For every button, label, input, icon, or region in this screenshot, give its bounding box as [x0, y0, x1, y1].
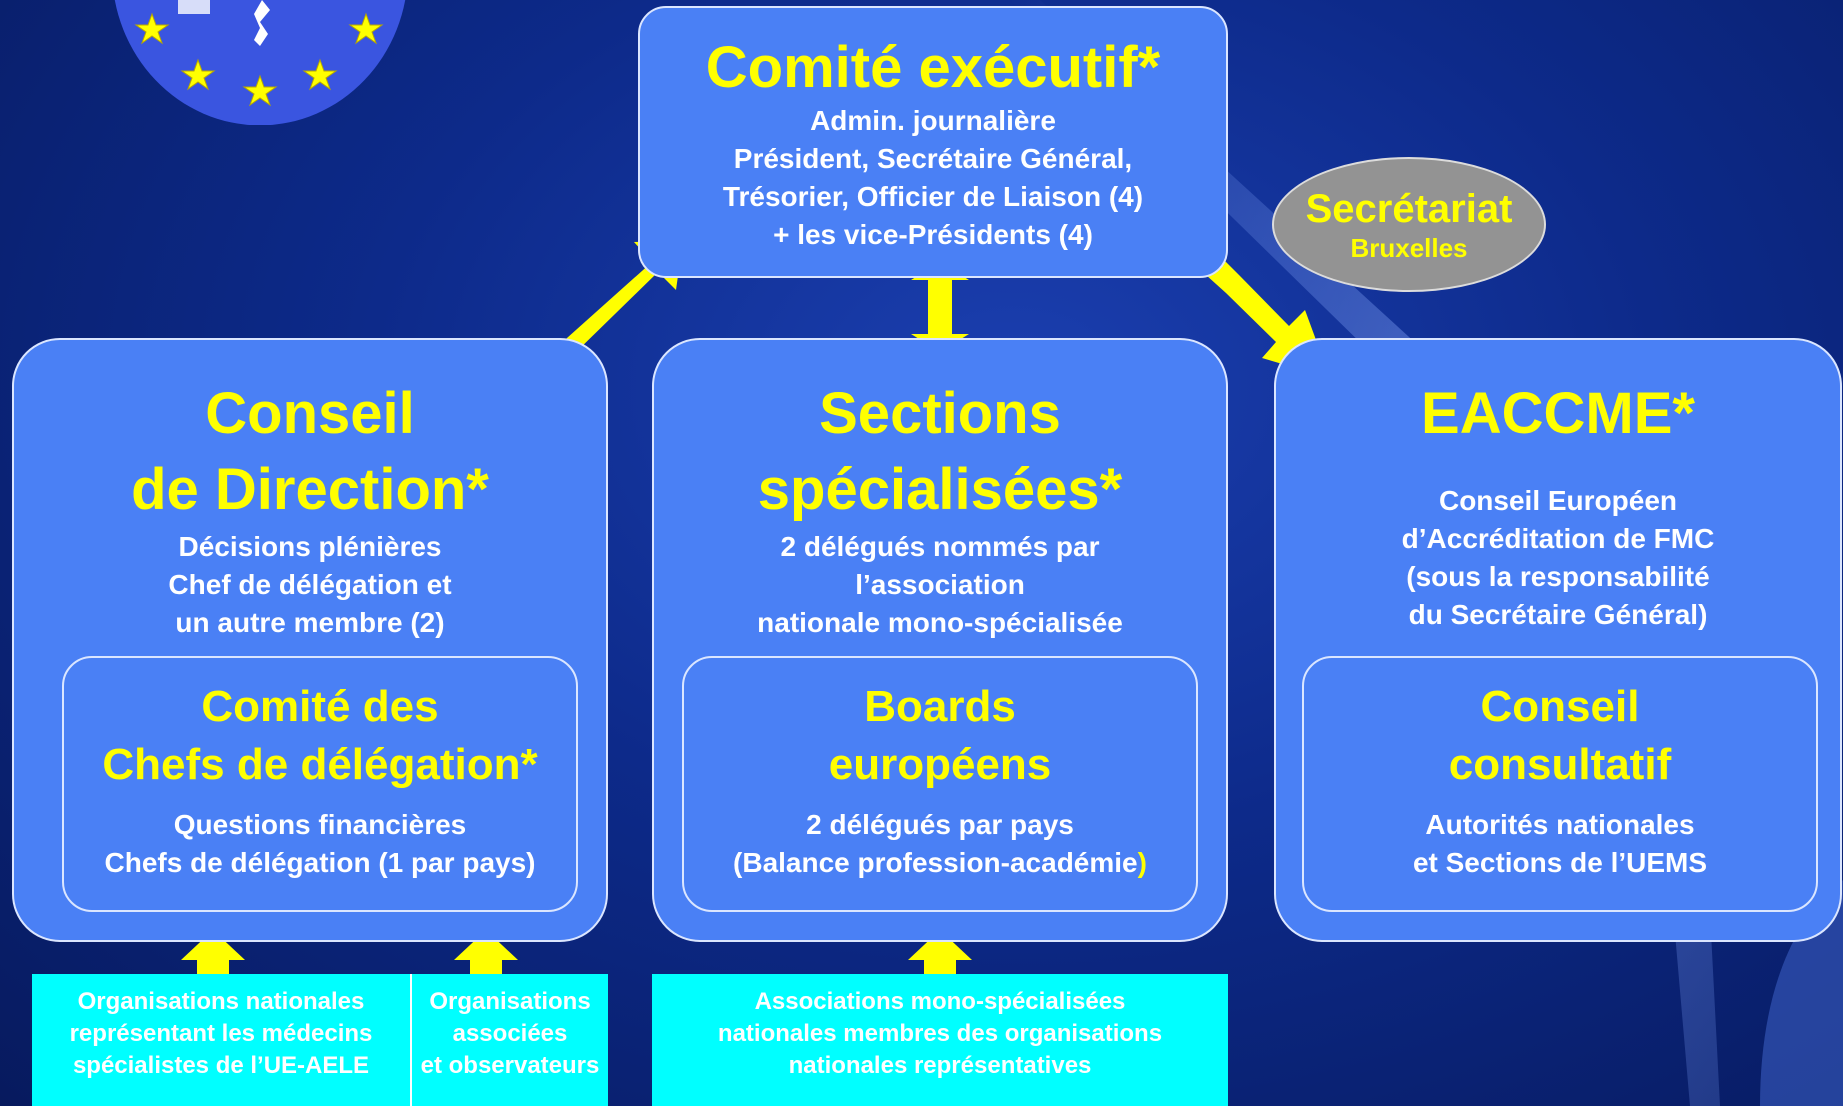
sections-line: nationale mono-spécialisée — [757, 607, 1123, 638]
source-line: représentant les médecins — [69, 1020, 373, 1047]
consultatif-line: Autorités nationales — [1425, 809, 1695, 840]
eaccme-title: EACCME* — [1421, 381, 1695, 446]
boards-line: (Balance profession-académie — [733, 847, 1138, 878]
chefs-title-line: Comité des — [201, 682, 439, 731]
consultatif-title-line: Conseil — [1480, 682, 1640, 731]
executive-line: Président, Secrétaire Général, — [733, 143, 1133, 174]
eu-stars-logo — [114, 0, 406, 125]
star-icon — [134, 12, 170, 45]
boards-line-end: ) — [1137, 847, 1147, 878]
star-icon — [348, 12, 384, 45]
sections-line: l’association — [855, 569, 1025, 600]
consultatif-title-line: consultatif — [1448, 740, 1672, 789]
executive-line: Admin. journalière — [810, 105, 1056, 136]
eaccme-line: du Secrétaire Général) — [1408, 599, 1708, 630]
star-icon — [302, 58, 338, 91]
secretariat-subtitle: Bruxelles — [1350, 233, 1468, 263]
boards-line: 2 délégués par pays — [806, 809, 1074, 840]
staff-icon — [254, 0, 270, 46]
conseil-consultatif-box: Conseil consultatif Autorités nationales… — [1302, 656, 1818, 912]
source-line: Associations mono-spécialisées — [754, 988, 1126, 1015]
secretariat-ellipse: Secrétariat Bruxelles — [1272, 157, 1546, 292]
sections-title-line: spécialisées* — [757, 457, 1123, 522]
sections-line: 2 délégués nommés par — [780, 531, 1100, 562]
source-line: nationales membres des organisations — [717, 1020, 1163, 1047]
star-icon — [180, 58, 216, 91]
eaccme-line: Conseil Européen — [1438, 485, 1678, 516]
source-mono-associations: Associations mono-spécialisées nationale… — [652, 974, 1228, 1106]
sections-title-line: Sections — [819, 381, 1061, 446]
arrow-national-orgs-up — [181, 930, 245, 975]
arrow-associated-orgs-up — [454, 930, 518, 975]
source-line: associées — [452, 1020, 568, 1047]
conseil-line: un autre membre (2) — [175, 607, 445, 638]
executive-title: Comité exécutif* — [705, 35, 1161, 100]
boards-title-line: européens — [828, 740, 1052, 789]
source-associated-orgs: Organisations associées et observateurs — [410, 974, 608, 1106]
boards-box: Boards européens 2 délégués par pays (Ba… — [682, 656, 1198, 912]
executive-line: + les vice-Présidents (4) — [773, 219, 1093, 250]
eaccme-line: (sous la responsabilité — [1406, 561, 1710, 592]
star-icon — [242, 74, 278, 107]
source-line: spécialistes de l’UE-AELE — [72, 1052, 370, 1079]
boards-title-line: Boards — [864, 682, 1016, 731]
consultatif-line: et Sections de l’UEMS — [1412, 847, 1708, 878]
executive-line: Trésorier, Officier de Liaison (4) — [722, 181, 1144, 212]
chefs-line: Questions financières — [173, 809, 467, 840]
conseil-title-line: Conseil — [205, 381, 415, 446]
source-line: Organisations nationales — [77, 988, 365, 1015]
conseil-line: Chef de délégation et — [168, 569, 452, 600]
source-line: et observateurs — [420, 1052, 600, 1079]
source-national-orgs: Organisations nationales représentant le… — [32, 974, 410, 1106]
background-swoosh-right — [1760, 880, 1843, 1106]
eaccme-line: d’Accréditation de FMC — [1401, 523, 1715, 554]
chefs-delegation-box: Comité des Chefs de délégation* Question… — [62, 656, 578, 912]
conseil-title-line: de Direction* — [131, 457, 489, 522]
arrow-sections-executive-double — [911, 262, 969, 352]
source-line: Organisations — [429, 988, 591, 1015]
secretariat-title: Secrétariat — [1305, 187, 1513, 231]
source-line: nationales représentatives — [788, 1052, 1092, 1079]
arrow-mono-associations-up — [908, 930, 972, 975]
chefs-line: Chefs de délégation (1 par pays) — [104, 847, 536, 878]
chefs-title-line: Chefs de délégation* — [102, 740, 538, 789]
executive-committee-box: Comité exécutif* Admin. journalière Prés… — [638, 6, 1228, 278]
conseil-line: Décisions plénières — [178, 531, 442, 562]
